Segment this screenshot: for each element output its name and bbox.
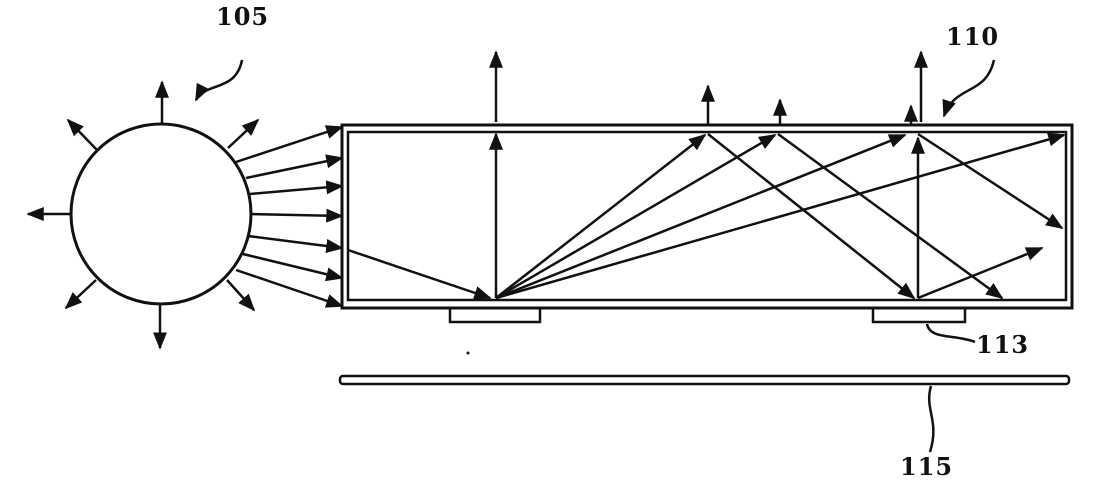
source-incident-rays <box>235 125 344 308</box>
internal-rays <box>347 50 1066 300</box>
label-110: 110 <box>946 22 1000 51</box>
speck <box>466 351 470 355</box>
light-guide-outer <box>340 123 1074 310</box>
panel-plate <box>338 374 1071 386</box>
reflector-pad-2 <box>871 306 967 324</box>
label-105: 105 <box>216 2 270 31</box>
label-113: 113 <box>976 330 1030 359</box>
light-source-circle <box>69 122 253 306</box>
reflector-pad-1 <box>448 306 542 324</box>
source-outward-rays <box>26 80 260 350</box>
label-115: 115 <box>900 452 954 481</box>
light-guide-inner <box>346 130 1068 302</box>
leader-lines <box>194 59 996 453</box>
